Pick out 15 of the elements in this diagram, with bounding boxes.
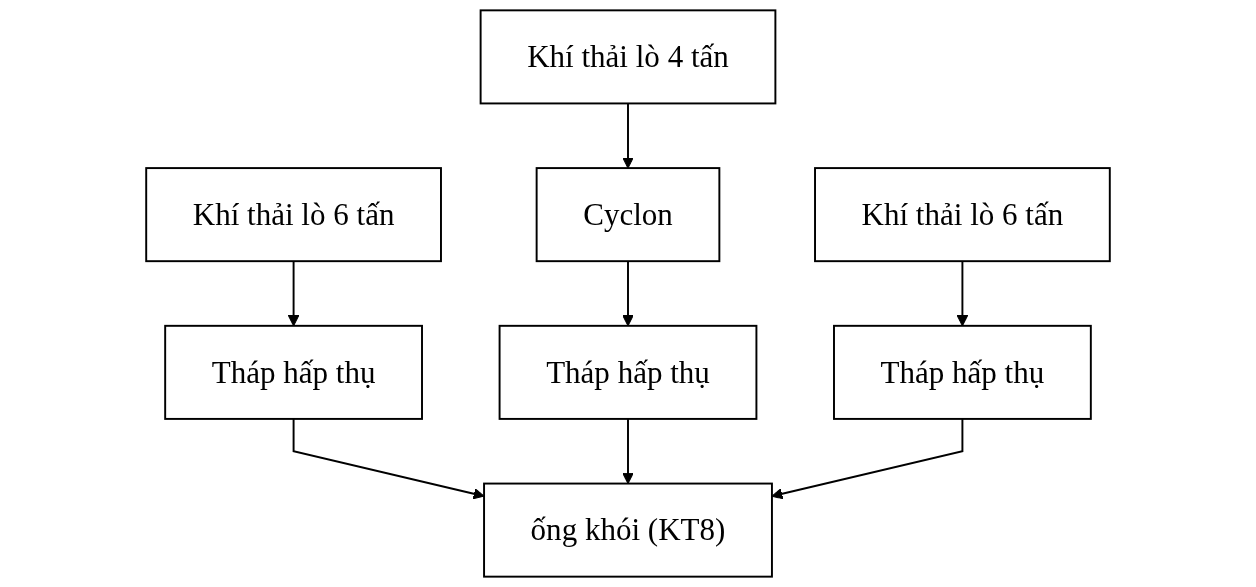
node-box: Tháp hấp thụ <box>498 324 758 420</box>
node-box: Tháp hấp thụ <box>164 324 423 420</box>
arrow <box>771 417 964 500</box>
node-box: Cyclon <box>535 167 721 263</box>
node-box: Khí thải lò 4 tấn <box>479 9 777 105</box>
arrow <box>622 417 634 485</box>
arrow <box>622 102 634 169</box>
node-box: Khí thải lò 6 tấn <box>814 167 1111 263</box>
node-box: ống khói (KT8) <box>483 482 773 578</box>
arrow <box>622 260 634 327</box>
node-box: Tháp hấp thụ <box>833 324 1092 420</box>
arrow <box>292 417 485 500</box>
arrow <box>287 260 300 327</box>
arrow <box>956 260 969 327</box>
node-box: Khí thải lò 6 tấn <box>145 167 442 263</box>
